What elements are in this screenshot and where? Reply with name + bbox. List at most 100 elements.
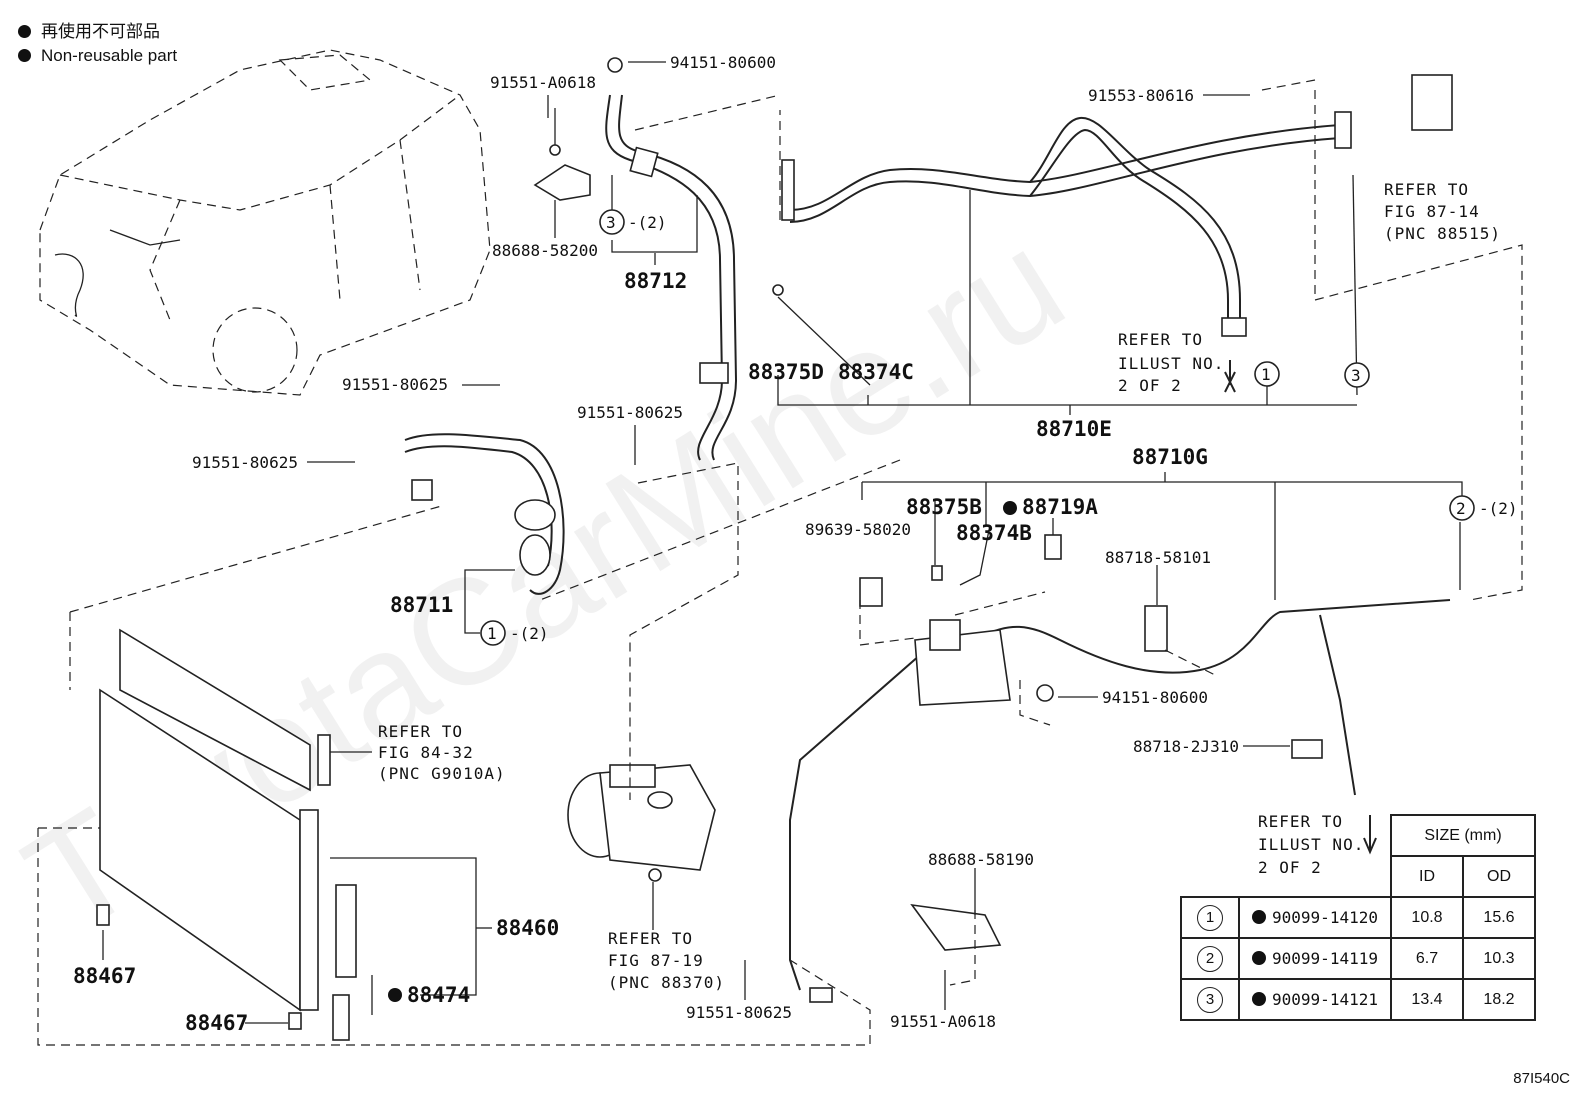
table-header-size: SIZE (mm) <box>1390 814 1536 857</box>
table-corner <box>1181 815 1391 856</box>
callout-3-qty: -(2) <box>628 213 667 232</box>
refer-fig-84-32-line1: REFER TO <box>378 722 463 741</box>
label-88374B[interactable]: 88374B <box>956 521 1032 545</box>
label-94151-80600-top[interactable]: 94151-80600 <box>670 53 776 72</box>
legend-japanese: 再使用不可部品 <box>18 20 177 44</box>
hose-88710E <box>772 111 1352 337</box>
table-mark-cell: 1 <box>1180 896 1240 939</box>
pipe-88710G <box>789 534 1451 1003</box>
legend-english: Non-reusable part <box>18 44 177 68</box>
refer-fig-87-19-line1: REFER TO <box>608 929 693 948</box>
refer-fig-84-32-line2: FIG 84-32 <box>378 743 474 762</box>
oring-size-table: SIZE (mm) ID OD 1 90099-14120 10.8 15.6 … <box>1180 814 1536 1021</box>
row-part-number[interactable]: 90099-14120 <box>1272 907 1378 927</box>
refer-fig-87-19-line3: (PNC 88370) <box>608 973 725 992</box>
label-88375B[interactable]: 88375B <box>906 495 982 519</box>
label-91551-80625-d[interactable]: 91551-80625 <box>686 1003 792 1022</box>
nonreusable-dot-88719A <box>1003 501 1017 515</box>
label-91553-80616[interactable]: 91553-80616 <box>1088 86 1194 105</box>
refer-fig-84-32-line3: (PNC G9010A) <box>378 764 506 783</box>
callout-circle-2 <box>1449 495 1475 521</box>
refer-fig-87-14-line3: (PNC 88515) <box>1384 224 1501 243</box>
row-id: 6.7 <box>1390 937 1464 980</box>
label-91551-80625-c[interactable]: 91551-80625 <box>577 403 683 422</box>
refer-illust-top-line1: REFER TO <box>1118 330 1203 349</box>
label-88375D[interactable]: 88375D <box>748 360 824 384</box>
vehicle-illustration <box>39 49 491 396</box>
label-88474[interactable]: 88474 <box>407 983 470 1007</box>
refer-fig-87-14-line2: FIG 87-14 <box>1384 202 1480 221</box>
callout-circle-1-top <box>1254 361 1280 387</box>
row-part-number[interactable]: 90099-14121 <box>1272 989 1378 1009</box>
label-91551-A0618-bottom[interactable]: 91551-A0618 <box>890 1012 996 1031</box>
label-88712[interactable]: 88712 <box>624 269 687 293</box>
table-part-cell: 90099-14119 <box>1238 937 1392 980</box>
callout-circle-1 <box>480 620 506 646</box>
label-89639-58020[interactable]: 89639-58020 <box>805 520 911 539</box>
table-part-cell: 90099-14120 <box>1238 896 1392 939</box>
label-88718-58101[interactable]: 88718-58101 <box>1105 548 1211 567</box>
table-row: 1 90099-14120 10.8 15.6 <box>1180 896 1536 939</box>
refer-illust-top-line3: 2 OF 2 <box>1118 376 1182 395</box>
expansion-valve <box>1411 74 1453 131</box>
part-labels: 94151-80600 91551-A0618 88688-58200 8871… <box>73 53 1501 1035</box>
label-88710G[interactable]: 88710G <box>1132 445 1208 469</box>
table-mark-cell: 2 <box>1180 937 1240 980</box>
refer-illust-top-line2: ILLUST NO. <box>1118 354 1224 373</box>
row-mark: 1 <box>1197 904 1223 931</box>
legend-text-en: Non-reusable part <box>41 46 178 65</box>
legend: 再使用不可部品 Non-reusable part <box>18 20 177 68</box>
callout-2-qty: -(2) <box>1479 499 1518 518</box>
reference-frames <box>37 79 1523 1046</box>
label-88467-b[interactable]: 88467 <box>185 1011 248 1035</box>
callout-1-text-top: 1 <box>1261 365 1271 384</box>
table-row: 2 90099-14119 6.7 10.3 <box>1180 937 1536 980</box>
compressor <box>567 764 716 882</box>
nonreusable-dot-icon <box>1252 950 1267 965</box>
row-od: 18.2 <box>1462 978 1536 1021</box>
bullet-icon <box>18 25 31 38</box>
label-91551-80625-b[interactable]: 91551-80625 <box>192 453 298 472</box>
row-od: 15.6 <box>1462 896 1536 939</box>
bullet-icon <box>18 49 31 62</box>
label-88710E[interactable]: 88710E <box>1036 417 1112 441</box>
label-91551-80625-a[interactable]: 91551-80625 <box>342 375 448 394</box>
nonreusable-dot-icon <box>1252 909 1267 924</box>
refer-illust-bottom-line2: ILLUST NO. <box>1258 835 1364 854</box>
label-88374C[interactable]: 88374C <box>838 360 914 384</box>
label-88688-58200[interactable]: 88688-58200 <box>492 241 598 260</box>
circled-callouts: 3 -(2) 1 3 1 -(2) 2 -(2) <box>480 209 1518 646</box>
row-mark: 2 <box>1197 945 1223 972</box>
row-od: 10.3 <box>1462 937 1536 980</box>
table-row: 3 90099-14121 13.4 18.2 <box>1180 978 1536 1021</box>
table-header-id: ID <box>1390 855 1464 898</box>
callout-1-text: 1 <box>487 624 497 643</box>
table-mark-cell: 3 <box>1180 978 1240 1021</box>
table-header-od: OD <box>1462 855 1536 898</box>
callout-circle-3 <box>599 209 625 235</box>
label-88460[interactable]: 88460 <box>496 916 559 940</box>
refer-fig-87-14-line1: REFER TO <box>1384 180 1469 199</box>
label-88719A[interactable]: 88719A <box>1022 495 1098 519</box>
label-88467-a[interactable]: 88467 <box>73 964 136 988</box>
refer-illust-bottom-line1: REFER TO <box>1258 812 1343 831</box>
table-corner-2 <box>1181 856 1392 897</box>
label-91551-A0618-top[interactable]: 91551-A0618 <box>490 73 596 92</box>
nonreusable-dot-icon <box>1252 991 1267 1006</box>
condenser-88460 <box>96 628 357 1041</box>
figure-code: 87I540C <box>1513 1070 1570 1087</box>
hose-88712 <box>533 57 738 461</box>
label-88688-58190[interactable]: 88688-58190 <box>928 850 1034 869</box>
label-88718-2J310[interactable]: 88718-2J310 <box>1133 737 1239 756</box>
callout-2-text: 2 <box>1456 499 1466 518</box>
label-88711[interactable]: 88711 <box>390 593 453 617</box>
row-id: 13.4 <box>1390 978 1464 1021</box>
row-mark: 3 <box>1197 986 1223 1013</box>
row-part-number[interactable]: 90099-14119 <box>1272 948 1378 968</box>
row-id: 10.8 <box>1390 896 1464 939</box>
label-94151-80600-mid[interactable]: 94151-80600 <box>1102 688 1208 707</box>
callout-3-text-right: 3 <box>1351 366 1361 385</box>
table-part-cell: 90099-14121 <box>1238 978 1392 1021</box>
hose-88711 <box>404 433 565 595</box>
